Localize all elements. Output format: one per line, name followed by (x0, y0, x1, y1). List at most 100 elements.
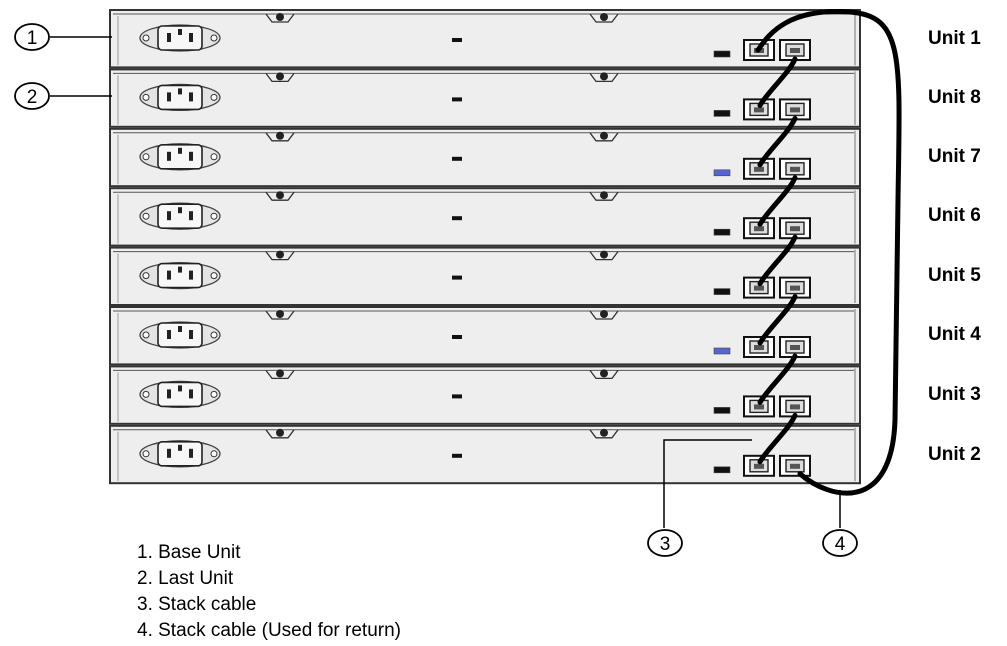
power-socket-icon (139, 83, 221, 112)
mount-screw-icon (589, 369, 619, 380)
cables-layer (755, 9, 902, 496)
status-led (713, 466, 731, 474)
status-led (713, 288, 731, 295)
center-slot (452, 335, 462, 339)
callout-3: 3 (647, 439, 752, 557)
stack-cable (757, 412, 798, 465)
legend: 1. Base Unit 2. Last Unit 3. Stack cable… (137, 540, 401, 644)
switch-unit (109, 68, 861, 128)
status-led (713, 407, 731, 414)
mount-screw-icon (265, 428, 295, 439)
center-slot (452, 156, 462, 161)
switch-unit (109, 365, 861, 425)
status-led (713, 110, 731, 117)
power-socket-icon (139, 380, 221, 409)
mount-screw-icon (265, 131, 295, 142)
stack-port-icon (779, 39, 811, 61)
stack-port-icon (779, 454, 811, 477)
stack-cable (757, 294, 798, 346)
unit-chassis (109, 9, 861, 69)
stack-cable (757, 175, 798, 227)
legend-item-4: 4. Stack cable (Used for return) (137, 620, 401, 641)
callout-3-number: 3 (660, 534, 671, 555)
center-slot (452, 97, 462, 102)
mount-screw-icon (589, 310, 619, 320)
switch-unit (109, 424, 861, 485)
stack-port-icon (743, 395, 775, 418)
mount-screw-icon (589, 250, 619, 261)
center-slot (452, 453, 462, 458)
stack-port-icon (743, 98, 775, 121)
callout-1: 1 (14, 23, 112, 51)
unit-label-2: Unit 2 (928, 444, 981, 465)
mount-screw-icon (589, 131, 619, 142)
callouts-layer: 1 2 3 4 (14, 23, 858, 557)
mount-screw-icon (265, 369, 295, 380)
power-socket-icon (139, 440, 221, 468)
stack-port-icon (779, 276, 811, 299)
switch-unit (109, 187, 861, 247)
mount-screw-icon (265, 250, 295, 261)
stack-port-icon (779, 157, 811, 180)
center-slot (452, 275, 462, 280)
callout-2-number: 2 (27, 87, 38, 108)
mount-screw-icon (265, 13, 295, 23)
stack-port-icon (743, 157, 775, 180)
stack-port-icon (743, 454, 775, 477)
mount-screw-icon (265, 310, 295, 320)
return-stack-cable (755, 9, 902, 496)
unit-label-6: Unit 6 (928, 205, 981, 226)
unit-label-3: Unit 3 (928, 384, 981, 405)
mount-screw-icon (589, 72, 619, 83)
unit-chassis (109, 365, 861, 425)
stack-port-icon (779, 217, 811, 240)
stack-port-icon (743, 39, 775, 61)
callout-4-number: 4 (835, 534, 846, 555)
stack-cable (757, 234, 798, 287)
legend-item-3: 3. Stack cable (137, 594, 257, 615)
mount-screw-icon (589, 191, 619, 201)
callout-1-number: 1 (27, 28, 38, 49)
status-led (713, 50, 731, 58)
center-slot (452, 216, 462, 221)
power-socket-icon (139, 202, 221, 230)
power-socket-icon (139, 261, 221, 290)
unit-label-5: Unit 5 (928, 265, 981, 286)
switch-unit (109, 246, 861, 307)
status-led (713, 169, 731, 177)
stack-port-icon (779, 395, 811, 418)
center-slot (452, 394, 462, 399)
legend-item-1: 1. Base Unit (137, 542, 241, 563)
stack-cable (757, 115, 798, 168)
center-slot (452, 38, 462, 42)
switch-unit (109, 127, 861, 188)
unit-chassis (109, 424, 861, 485)
mount-screw-icon (589, 13, 619, 23)
legend-item-2: 2. Last Unit (137, 568, 234, 589)
unit-label-8: Unit 8 (928, 87, 981, 108)
mount-screw-icon (589, 428, 619, 439)
stack-port-icon (779, 336, 811, 358)
units-layer (109, 9, 861, 485)
power-socket-icon (139, 143, 221, 171)
switch-unit (109, 306, 861, 366)
stack-port-icon (743, 276, 775, 299)
unit-chassis (109, 246, 861, 307)
stack-cable (757, 353, 798, 405)
unit-chassis (109, 306, 861, 366)
stack-port-icon (743, 217, 775, 240)
callout-4: 4 (822, 490, 858, 557)
status-led (713, 347, 731, 355)
unit-chassis (109, 127, 861, 188)
mount-screw-icon (265, 191, 295, 201)
stack-cable (757, 56, 798, 108)
unit-chassis (109, 187, 861, 247)
power-socket-icon (139, 321, 221, 349)
stack-port-icon (743, 336, 775, 358)
unit-label-7: Unit 7 (928, 146, 981, 167)
callout-2: 2 (14, 82, 112, 110)
unit-label-1: Unit 1 (928, 28, 981, 49)
unit-label-4: Unit 4 (928, 324, 981, 345)
mount-screw-icon (265, 72, 295, 83)
